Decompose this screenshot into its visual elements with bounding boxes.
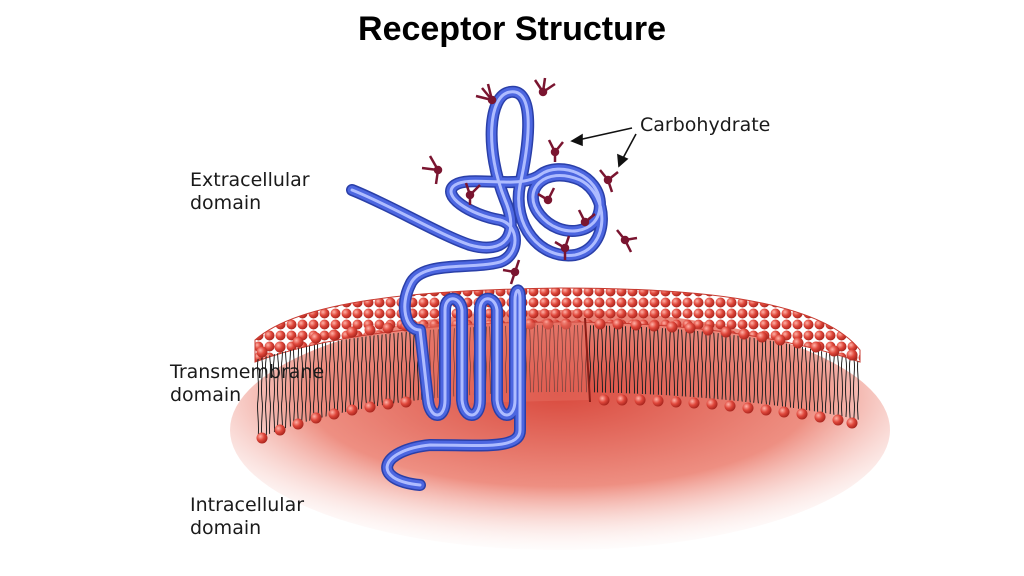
slide-title: Receptor Structure	[358, 10, 666, 48]
intracellular-domain-label: Intracellular domain	[190, 494, 305, 539]
lower-head-row	[256, 394, 858, 444]
upper-head-row	[256, 318, 858, 361]
carbohydrate-chains	[421, 77, 638, 285]
transmembrane-domain-label: Transmembrane domain	[170, 361, 325, 406]
carbohydrate-label: Carbohydrate	[640, 114, 771, 136]
carbohydrate-arrows	[570, 127, 637, 168]
extracellular-domain-label: Extracellular domain	[190, 169, 310, 214]
